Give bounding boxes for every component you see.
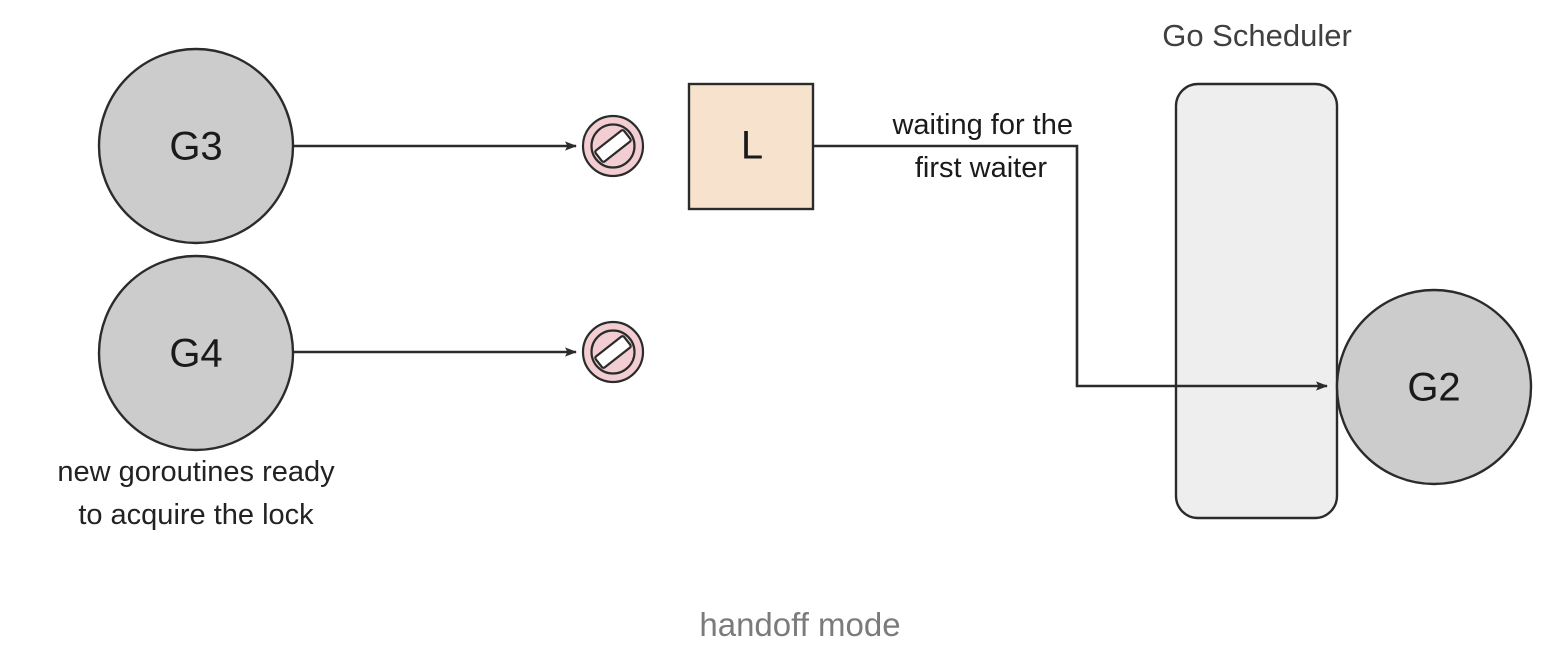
diagram-caption: handoff mode: [699, 606, 900, 643]
note-new-goroutines: new goroutines ready to acquire the lock: [57, 456, 335, 531]
node-g2-label: G2: [1407, 366, 1460, 410]
no-entry-icon: [581, 114, 645, 178]
edge-lock-g2-path: [814, 144, 1328, 391]
node-g2[interactable]: G2: [1335, 288, 1533, 486]
no-entry-icon-inner-ring: [590, 329, 636, 375]
go-scheduler-container: [1174, 82, 1339, 520]
node-g3-label: G3: [169, 125, 222, 169]
no-entry-icon-inner-ring: [590, 123, 636, 169]
note-new-goroutines-line1: new goroutines ready: [57, 456, 335, 488]
note-new-goroutines-line2: to acquire the lock: [78, 499, 314, 531]
no-entry-icon-slash: [594, 129, 632, 163]
no-entry-icon-slash: [594, 335, 632, 369]
node-lock-box[interactable]: [687, 82, 815, 211]
edge-lock-g2: waiting for the first waiter: [814, 109, 1328, 391]
no-entry-icon: [581, 320, 645, 384]
edge-lock-g2-label-line2: first waiter: [915, 152, 1047, 184]
go-scheduler-group: Go Scheduler: [1162, 18, 1352, 520]
node-g2-circle[interactable]: [1335, 288, 1533, 486]
node-g3-circle[interactable]: [97, 47, 295, 245]
node-g4-circle[interactable]: [97, 254, 295, 452]
edge-lock-g2-label-line1: waiting for the: [891, 109, 1073, 141]
node-g4[interactable]: G4: [97, 254, 295, 452]
node-g3[interactable]: G3: [97, 47, 295, 245]
node-lock-label: L: [741, 124, 763, 168]
node-g4-label: G4: [169, 332, 222, 376]
go-scheduler-title: Go Scheduler: [1162, 18, 1352, 53]
node-lock[interactable]: L: [687, 82, 815, 211]
